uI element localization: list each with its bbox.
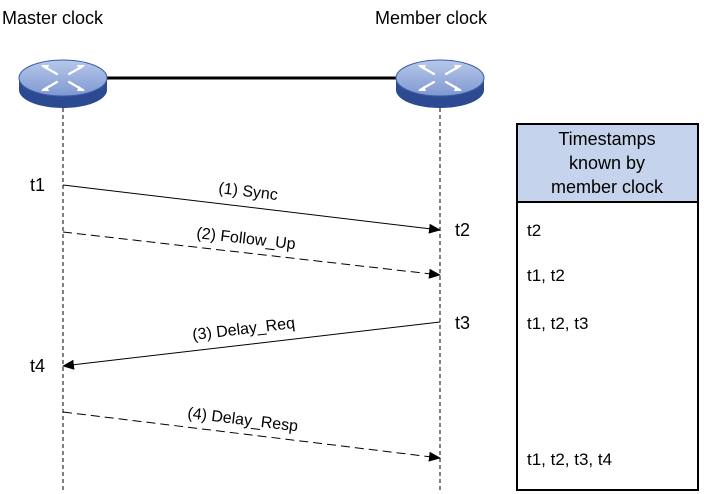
table-header-line-2: known by xyxy=(569,153,645,173)
master-router-icon xyxy=(18,59,108,108)
sync-arrow xyxy=(62,184,441,234)
delay-req-message-label: (3) Delay_Req xyxy=(191,315,295,344)
table-row: t1, t2 xyxy=(527,266,565,285)
delay-req-arrow xyxy=(62,321,441,370)
table-row: t1, t2, t3, t4 xyxy=(527,450,612,469)
table-header-bg xyxy=(517,124,698,202)
follow-up-arrow xyxy=(62,231,441,279)
master-clock-label: Master clock xyxy=(2,8,104,28)
t3-label: t3 xyxy=(455,313,470,333)
table-row: t2 xyxy=(527,221,541,240)
delay-resp-arrow xyxy=(62,411,441,462)
table-row: t1, t2, t3 xyxy=(527,314,588,333)
timestamps-table: Timestamps known by member clock t2 t1, … xyxy=(516,123,699,491)
sync-message-label: (1) Sync xyxy=(218,180,279,204)
table-header-line-1: Timestamps xyxy=(558,129,655,149)
t1-label: t1 xyxy=(30,175,45,195)
table-border xyxy=(516,123,699,491)
member-clock-label: Member clock xyxy=(375,8,488,28)
t4-label: t4 xyxy=(30,356,45,376)
t2-label: t2 xyxy=(455,220,470,240)
table-header-line-3: member clock xyxy=(551,177,664,197)
delay-resp-message-label: (4) Delay_Resp xyxy=(187,405,299,435)
member-router-icon xyxy=(395,59,485,108)
